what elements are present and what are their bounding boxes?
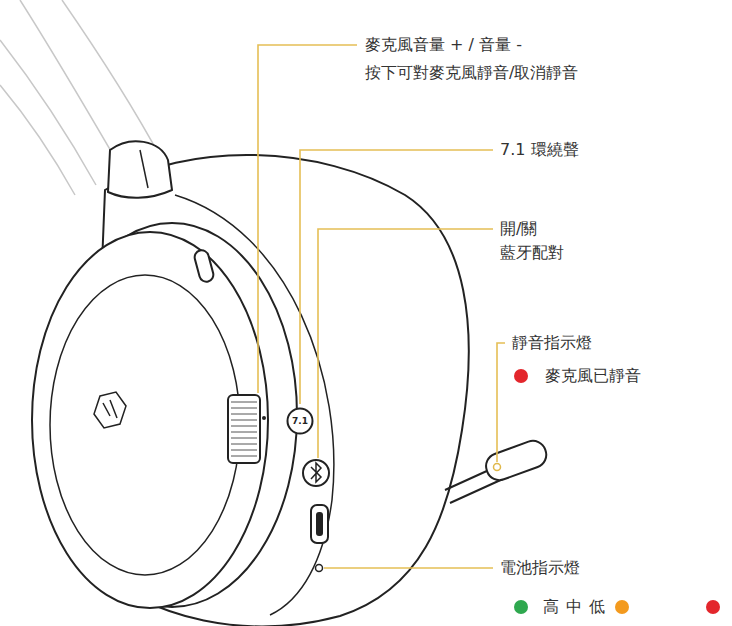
indicator-swatch	[706, 600, 720, 614]
legend-text: 高	[543, 597, 559, 617]
callout-label: 開/關	[500, 219, 537, 239]
indicator-swatch	[615, 600, 629, 614]
logo	[94, 392, 126, 428]
leader-line	[258, 45, 357, 393]
leader-line	[300, 150, 493, 404]
leader-line	[324, 567, 493, 569]
button-circle	[288, 409, 313, 434]
usb-port-inner	[316, 512, 323, 536]
headband-line	[0, 40, 96, 185]
logo-mark	[103, 400, 117, 418]
hinge-line	[140, 150, 148, 188]
bluetooth-button	[303, 460, 329, 486]
bluetooth-symbol	[311, 463, 321, 482]
callout-label: 電池指示燈	[500, 558, 580, 578]
mute-led	[494, 464, 501, 471]
callout-label: 7.1 環繞聲	[500, 140, 579, 160]
legend-text: 麥克風已靜音	[545, 366, 641, 386]
hinge	[108, 141, 172, 197]
leader-line	[318, 229, 493, 458]
slot-button	[193, 249, 215, 284]
callout-label: 麥克風音量 + / 音量 -	[365, 35, 522, 55]
legend-text: 中	[566, 597, 582, 617]
callout-label: 按下可對麥克風靜音/取消靜音	[365, 63, 578, 83]
indicator-swatch	[514, 369, 528, 383]
headband-line	[20, 0, 122, 170]
battery-led	[316, 565, 323, 572]
wheel-dot	[262, 416, 266, 420]
usb-port	[311, 505, 328, 543]
callout-label: 靜音指示燈	[512, 333, 592, 353]
leader-line	[497, 343, 505, 462]
ear-plate	[50, 275, 240, 575]
cushion-face	[32, 232, 268, 608]
volume-wheel	[228, 395, 260, 463]
button-text: 7.1	[292, 416, 308, 426]
headband-line	[0, 85, 75, 195]
indicator-swatch	[514, 600, 528, 614]
legend-text: 低	[589, 597, 605, 617]
mic-capsule	[482, 437, 549, 484]
headband-line	[62, 0, 162, 160]
button-node: 7.1	[286, 407, 314, 435]
wheel-knurl	[231, 402, 257, 456]
callout-label: 藍牙配對	[500, 243, 564, 263]
